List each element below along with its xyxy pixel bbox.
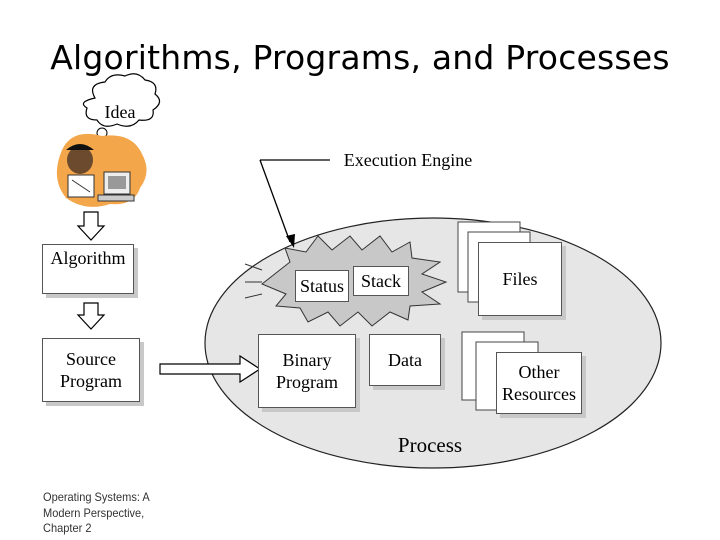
source-program-label: Source Program — [60, 348, 122, 392]
process-label: Process — [397, 433, 463, 457]
compile-arrow — [159, 354, 262, 384]
footer-citation: Operating Systems: A Modern Perspective,… — [43, 490, 150, 536]
execution-engine-label: Execution Engine — [343, 150, 473, 170]
algorithm-box: Algorithm — [42, 244, 134, 294]
other-resources-box: Other Resources — [496, 352, 582, 414]
status-label: Status — [299, 275, 344, 296]
binary-program-box: Binary Program — [258, 334, 356, 408]
files-label: Files — [502, 268, 538, 289]
algorithm-to-source-arrow — [76, 302, 106, 330]
idea-label: Idea — [104, 102, 136, 122]
execution-engine-pointer — [259, 159, 330, 248]
data-box: Data — [369, 334, 441, 386]
person-at-computer-icon — [56, 133, 147, 207]
slide-title: Algorithms, Programs, and Processes — [50, 38, 670, 77]
idea-to-algorithm-arrow — [76, 211, 106, 241]
algorithm-label: Algorithm — [50, 248, 126, 268]
stack-label: Stack — [361, 270, 401, 291]
binary-program-label: Binary Program — [276, 349, 338, 393]
files-box: Files — [478, 242, 562, 316]
status-box: Status — [295, 270, 349, 302]
source-program-box: Source Program — [42, 338, 140, 402]
other-resources-label: Other Resources — [502, 361, 576, 405]
stack-box: Stack — [353, 266, 409, 296]
data-label: Data — [388, 350, 422, 370]
